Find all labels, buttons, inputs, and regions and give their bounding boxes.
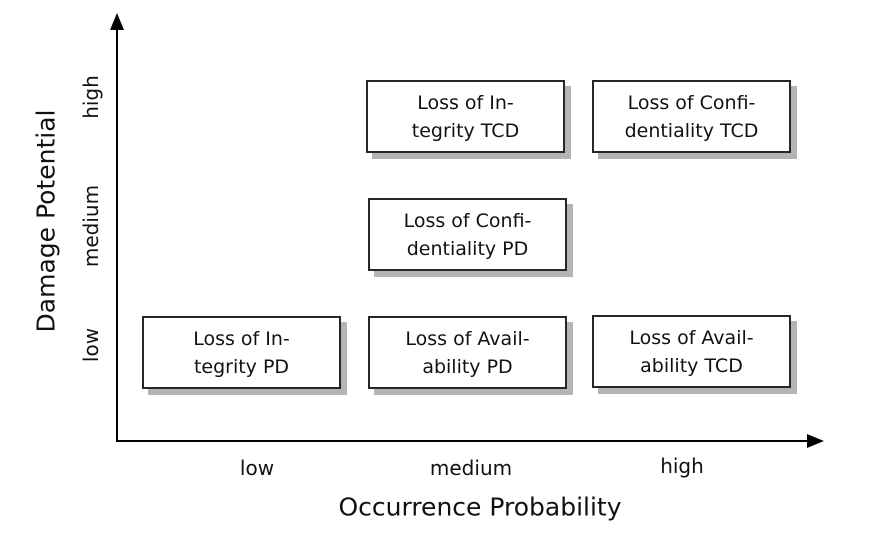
box-label-line: tegrity PD [193,355,290,378]
box-loss-of-integrity-pd: Loss of In- tegrity PD [142,316,341,389]
box-label-line: Loss of In- [193,327,290,350]
box-loss-of-confidentiality-pd: Loss of Confi- dentiality PD [368,198,567,271]
box-label-line: ability PD [422,355,513,378]
box-label-line: Loss of Avail- [629,326,754,349]
x-tick-high: high [660,454,704,478]
x-tick-low: low [239,456,275,480]
x-axis-arrow-right-icon [807,434,824,448]
x-axis-line [117,440,811,442]
box-label-line: Loss of In- [417,91,514,114]
box-label-line: Loss of Confi- [627,91,756,114]
y-axis-arrow-up-icon [110,13,124,30]
box-loss-of-availability-pd: Loss of Avail- ability PD [368,316,567,389]
box-label-line: Loss of Avail- [405,327,530,350]
x-axis-label: Occurrence Probability [338,492,622,522]
y-tick-medium: medium [79,184,103,268]
box-label-line: tegrity TCD [411,119,520,142]
box-label-line: dentiality PD [406,237,529,260]
y-tick-high: high [79,75,103,119]
y-tick-low: low [79,327,103,363]
box-loss-of-confidentiality-tcd: Loss of Confi- dentiality TCD [592,80,791,153]
y-axis-line [116,20,118,442]
x-tick-medium: medium [429,456,513,480]
y-axis-label: Damage Potential [31,109,61,333]
box-label-line: dentiality TCD [624,119,759,142]
box-loss-of-integrity-tcd: Loss of In- tegrity TCD [366,80,565,153]
box-label-line: Loss of Confi- [403,209,532,232]
box-label-line: ability TCD [640,354,743,377]
box-loss-of-availability-tcd: Loss of Avail- ability TCD [592,315,791,388]
